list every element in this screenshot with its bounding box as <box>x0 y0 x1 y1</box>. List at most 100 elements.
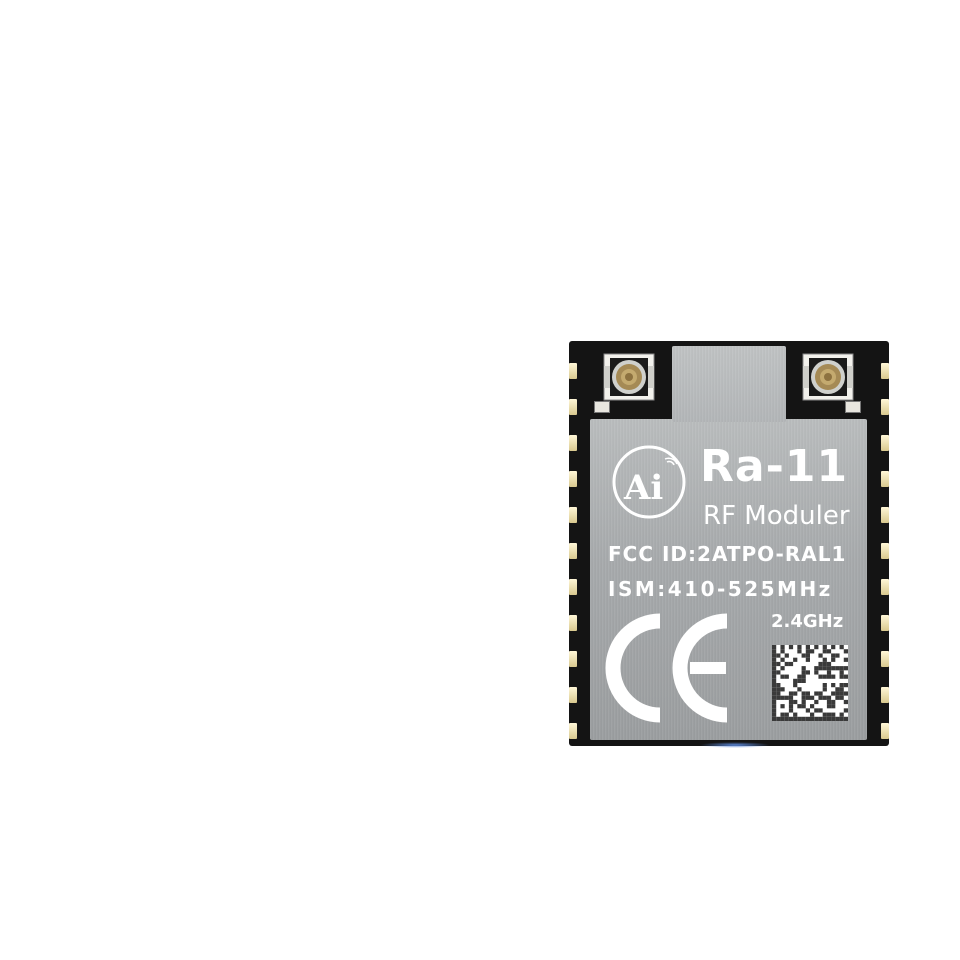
datamatrix-cell <box>772 645 777 650</box>
datamatrix-cell <box>772 708 777 713</box>
datamatrix-cell <box>826 704 832 709</box>
datamatrix-cell <box>814 699 819 705</box>
datamatrix-cell <box>831 683 836 688</box>
datamatrix-cell <box>835 691 840 696</box>
datamatrix-cell <box>788 645 794 650</box>
datamatrix-cell <box>818 708 823 713</box>
datamatrix-cell <box>788 695 794 700</box>
datamatrix-cell <box>772 691 777 696</box>
datamatrix-cell <box>772 704 777 709</box>
datamatrix-cell <box>839 666 844 671</box>
datamatrix-cell <box>810 704 815 709</box>
datamatrix-cell <box>839 674 844 679</box>
fcc-id: FCC ID:2ATPO-RAL1 <box>608 542 847 566</box>
ism-band: ISM:410-525MHz <box>608 577 833 601</box>
datamatrix-cell <box>822 716 827 721</box>
datamatrix-cell <box>818 653 823 658</box>
datamatrix-cell <box>839 683 844 688</box>
datamatrix-cell <box>797 645 802 650</box>
datamatrix-cell <box>822 645 827 650</box>
datamatrix-cell <box>810 649 815 654</box>
datamatrix-cell <box>801 674 806 679</box>
datamatrix-cell <box>801 699 806 705</box>
datamatrix-cell <box>835 653 840 658</box>
solder-pad <box>594 401 610 413</box>
datamatrix-cell <box>814 708 819 713</box>
datamatrix-cell <box>826 712 832 717</box>
datamatrix-cell <box>814 716 819 721</box>
solder-pad <box>845 401 861 413</box>
datamatrix-cell <box>780 649 785 654</box>
datamatrix-cell <box>772 678 777 683</box>
datamatrix-cell <box>805 670 810 675</box>
datamatrix-cell <box>805 653 810 658</box>
datamatrix-cell <box>797 716 802 721</box>
datamatrix-cell <box>805 716 810 721</box>
datamatrix-cell <box>826 716 832 721</box>
datamatrix-cell <box>801 653 806 658</box>
datamatrix-cell <box>793 657 798 662</box>
datamatrix-cell <box>839 695 844 700</box>
datamatrix-cell <box>780 657 785 662</box>
castellated-pad <box>881 615 889 631</box>
datamatrix-cell <box>793 716 798 721</box>
datamatrix-cell <box>831 691 836 696</box>
castellated-pad <box>881 651 889 667</box>
castellated-pad <box>881 399 889 415</box>
model-name: Ra-11 <box>700 441 849 492</box>
datamatrix-cell <box>831 645 836 650</box>
datamatrix-cell <box>776 670 781 675</box>
datamatrix-cell <box>784 695 789 700</box>
datamatrix-cell <box>780 666 785 671</box>
datamatrix-cell <box>801 695 806 700</box>
datamatrix-cell <box>818 695 823 700</box>
datamatrix-cell <box>826 661 832 667</box>
datamatrix-cell <box>839 712 844 717</box>
castellated-pad <box>881 363 889 379</box>
datamatrix-cell <box>784 716 789 721</box>
datamatrix-cell <box>784 712 789 717</box>
castellated-pad <box>569 471 577 487</box>
datamatrix-cell <box>801 666 806 671</box>
datamatrix-cell <box>788 716 794 721</box>
datamatrix-cell <box>797 649 802 654</box>
castellated-pad <box>569 435 577 451</box>
datamatrix-cell <box>843 699 848 705</box>
module-subtitle: RF Moduler <box>703 501 850 531</box>
datamatrix-cell <box>839 716 844 721</box>
datamatrix-cell <box>772 657 777 662</box>
datamatrix-cell <box>835 687 840 692</box>
datamatrix-cell <box>772 670 777 675</box>
castellated-pad <box>569 579 577 595</box>
datamatrix-cell <box>784 661 789 667</box>
datamatrix-cell <box>788 661 794 667</box>
datamatrix-cell <box>797 678 802 683</box>
datamatrix-cell <box>772 649 777 654</box>
datamatrix-cell <box>810 712 815 717</box>
datamatrix-cell <box>839 687 844 692</box>
datamatrix-cell <box>822 712 827 717</box>
datamatrix-cell <box>780 645 785 650</box>
datamatrix-cell <box>797 704 802 709</box>
datamatrix-cell <box>776 716 781 721</box>
datamatrix-cell <box>835 666 840 671</box>
logo-text: Ai <box>623 468 663 508</box>
castellated-pad <box>881 435 889 451</box>
datamatrix-cell <box>780 674 785 679</box>
datamatrix-cell <box>772 661 777 667</box>
brushed-texture <box>672 346 786 422</box>
castellated-pad <box>881 543 889 559</box>
datamatrix-cell <box>772 687 777 692</box>
castellated-pad <box>569 507 577 523</box>
ufl-connector-right-icon <box>802 353 854 401</box>
datamatrix-cell <box>831 704 836 709</box>
ce-mark-icon <box>605 613 728 723</box>
frequency-label: 2.4GHz <box>771 611 844 632</box>
datamatrix-cell <box>831 657 836 662</box>
datamatrix-cell <box>784 674 789 679</box>
datamatrix-cell <box>839 691 844 696</box>
castellated-pad <box>569 399 577 415</box>
datamatrix-cell <box>793 678 798 683</box>
datamatrix-cell <box>831 674 836 679</box>
